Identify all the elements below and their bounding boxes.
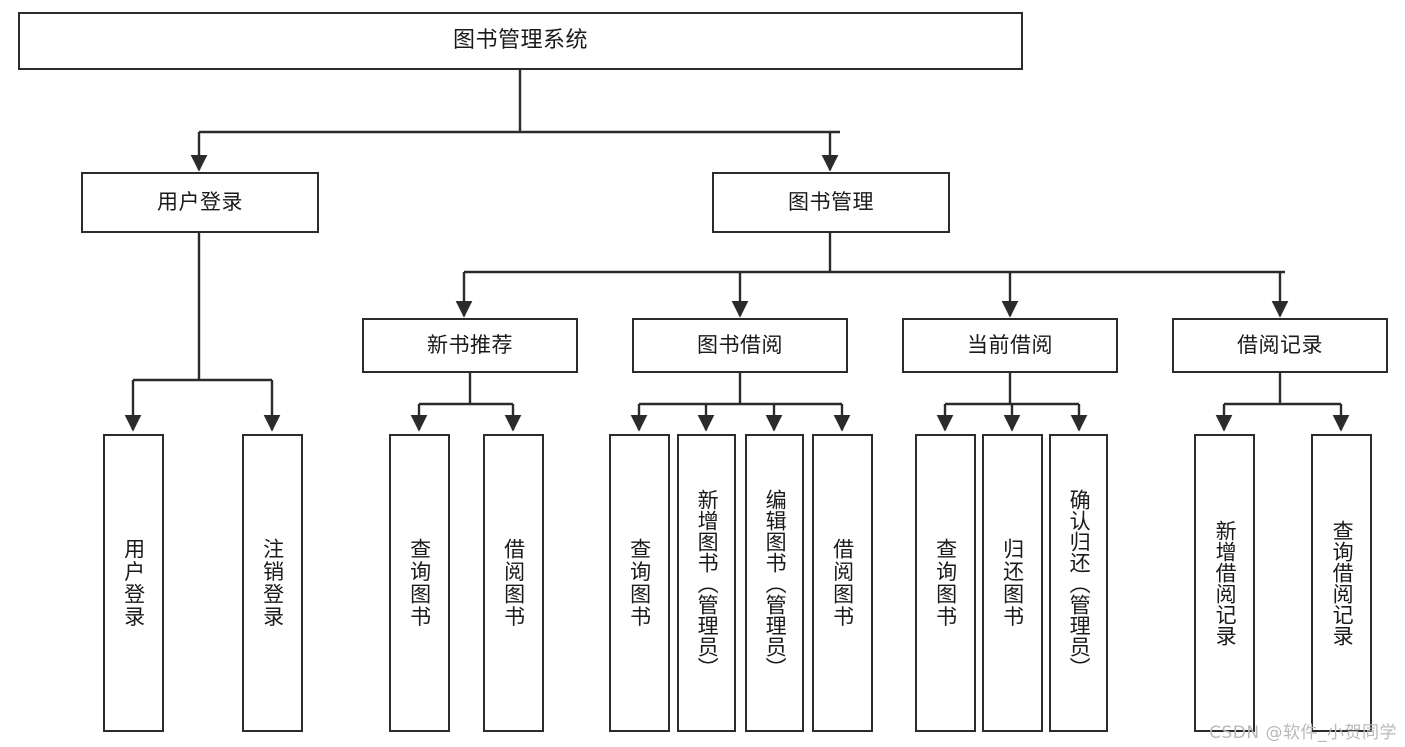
- node-user-login-label: 用户登录: [157, 190, 243, 215]
- node-leaf-borrow-book-2[interactable]: 借阅图书: [812, 434, 873, 732]
- node-leaf-borrow-book-1-label: 借阅图书: [501, 538, 526, 628]
- node-leaf-edit-book[interactable]: 编辑图书（管理员）: [745, 434, 804, 732]
- node-leaf-query-book-1-label: 查询图书: [407, 538, 432, 628]
- node-leaf-query-book-3[interactable]: 查询图书: [915, 434, 976, 732]
- node-leaf-confirm-return[interactable]: 确认归还（管理员）: [1049, 434, 1108, 732]
- node-leaf-user-login-label: 用户登录: [121, 538, 146, 628]
- node-leaf-query-book-2[interactable]: 查询图书: [609, 434, 670, 732]
- node-leaf-return-book[interactable]: 归还图书: [982, 434, 1043, 732]
- csdn-watermark: CSDN @软件_小贺同学: [1209, 723, 1397, 743]
- node-leaf-add-record-label: 新增借阅记录: [1213, 520, 1238, 646]
- node-book-manage[interactable]: 图书管理: [712, 172, 950, 233]
- node-leaf-add-book[interactable]: 新增图书（管理员）: [677, 434, 736, 732]
- node-root-label: 图书管理系统: [452, 28, 588, 54]
- node-leaf-borrow-book-2-label: 借阅图书: [830, 538, 855, 628]
- node-leaf-query-record[interactable]: 查询借阅记录: [1311, 434, 1372, 732]
- node-borrow-record-label: 借阅记录: [1237, 333, 1323, 358]
- node-borrow-record[interactable]: 借阅记录: [1172, 318, 1388, 373]
- node-book-manage-label: 图书管理: [788, 190, 874, 215]
- node-leaf-add-book-label: 新增图书（管理员）: [695, 488, 720, 678]
- node-user-login[interactable]: 用户登录: [81, 172, 319, 233]
- node-leaf-return-book-label: 归还图书: [1000, 538, 1025, 628]
- node-leaf-user-login[interactable]: 用户登录: [103, 434, 164, 732]
- node-new-book-recommend[interactable]: 新书推荐: [362, 318, 578, 373]
- node-root-book-management-system[interactable]: 图书管理系统: [18, 12, 1023, 70]
- node-leaf-edit-book-label: 编辑图书（管理员）: [763, 488, 788, 678]
- node-book-borrow[interactable]: 图书借阅: [632, 318, 848, 373]
- node-leaf-query-book-2-label: 查询图书: [627, 538, 652, 628]
- node-new-book-recommend-label: 新书推荐: [427, 333, 513, 358]
- node-leaf-query-book-1[interactable]: 查询图书: [389, 434, 450, 732]
- node-leaf-logout[interactable]: 注销登录: [242, 434, 303, 732]
- node-leaf-logout-label: 注销登录: [260, 538, 285, 628]
- node-leaf-add-record[interactable]: 新增借阅记录: [1194, 434, 1255, 732]
- node-current-borrow-label: 当前借阅: [967, 333, 1053, 358]
- node-leaf-query-book-3-label: 查询图书: [933, 538, 958, 628]
- node-current-borrow[interactable]: 当前借阅: [902, 318, 1118, 373]
- node-leaf-confirm-return-label: 确认归还（管理员）: [1067, 488, 1092, 678]
- node-book-borrow-label: 图书借阅: [697, 333, 783, 358]
- node-leaf-borrow-book-1[interactable]: 借阅图书: [483, 434, 544, 732]
- node-leaf-query-record-label: 查询借阅记录: [1330, 520, 1355, 646]
